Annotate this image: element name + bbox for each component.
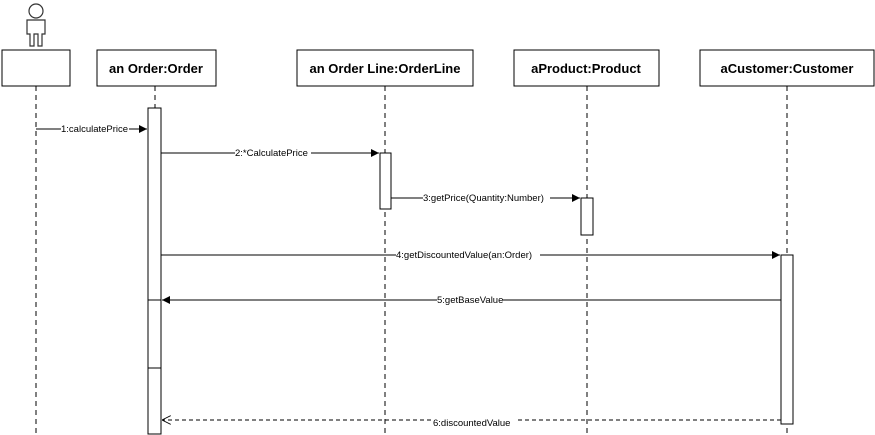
participant-orderline-label: an Order Line:OrderLine (310, 61, 461, 76)
activation-orderline (379, 152, 392, 210)
message-2-label-bg (235, 147, 311, 159)
participant-product-label: aProduct:Product (531, 61, 641, 76)
activation-order (147, 107, 162, 435)
message-4-label: 4:getDiscountedValue(an:Order) (396, 250, 532, 261)
message-3-label-bg (423, 192, 550, 204)
message-6-label: 6:discountedValue (433, 418, 510, 429)
message-3-label: 3:getPrice(Quantity:Number) (423, 193, 544, 204)
message-2-label: 2:*CalculatePrice (235, 148, 308, 159)
participant-order-label: an Order:Order (109, 61, 203, 76)
message-4-label-bg (396, 249, 540, 261)
participant-customer-label: aCustomer:Customer (721, 61, 854, 76)
message-6-label-bg (433, 417, 517, 429)
participant-product-box (513, 49, 660, 87)
message-1-label-bg (61, 123, 129, 135)
participant-actor-box (1, 49, 71, 87)
activation-customer (780, 254, 794, 425)
actor-icon (26, 3, 46, 47)
message-5-label-bg (437, 294, 502, 306)
participant-orderline-box (296, 49, 474, 87)
participant-order-box (96, 49, 217, 87)
message-5-label: 5:getBaseValue (437, 295, 503, 306)
activation-product (580, 197, 594, 236)
message-1-label: 1:calculatePrice (61, 124, 128, 135)
participant-customer-box (699, 49, 875, 87)
